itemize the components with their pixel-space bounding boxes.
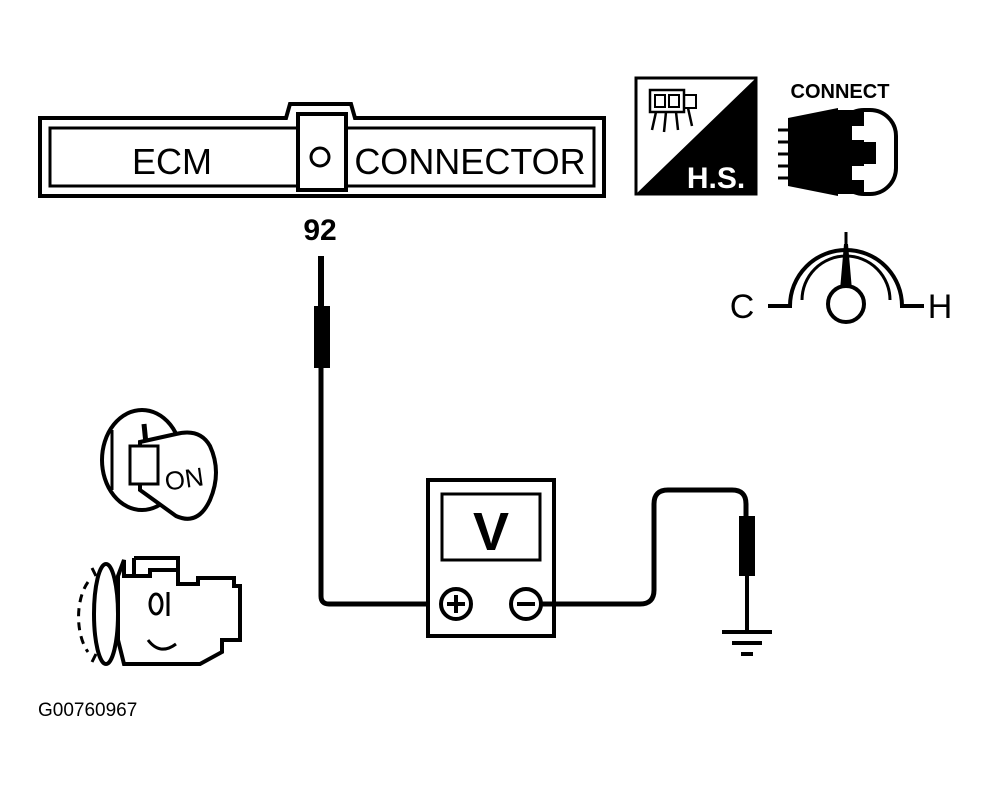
engine-running-icon <box>77 556 242 666</box>
positive-probe-lead <box>314 256 444 607</box>
voltmeter-display <box>440 492 542 562</box>
connector-pin-hole <box>309 146 331 168</box>
figure-id: G00760967 <box>38 700 137 721</box>
voltmeter: V <box>426 478 556 638</box>
harness-side-connector-icon: H.S. <box>634 76 758 196</box>
temperature-gauge-icon: C H <box>730 232 953 326</box>
connector-plug-icon <box>778 108 898 196</box>
ecm-connector-banner: ECM CONNECTOR <box>38 102 606 198</box>
pin-number: 92 <box>303 214 336 247</box>
gauge-cold-label: C <box>730 288 755 326</box>
ignition-on-label: ON <box>163 461 206 496</box>
gauge-needle <box>840 244 852 290</box>
ignition-key-icon: ON <box>100 408 218 521</box>
connect-label: CONNECT <box>791 81 890 103</box>
voltmeter-label: V <box>473 502 509 562</box>
gauge-hot-label: H <box>928 288 953 326</box>
connector-label: CONNECTOR <box>354 141 585 182</box>
hs-label: H.S. <box>687 162 745 195</box>
ground-symbol-icon <box>722 630 772 656</box>
ecm-label: ECM <box>132 141 212 182</box>
connect-icon: CONNECT <box>778 81 898 196</box>
negative-probe-lead <box>541 487 772 656</box>
